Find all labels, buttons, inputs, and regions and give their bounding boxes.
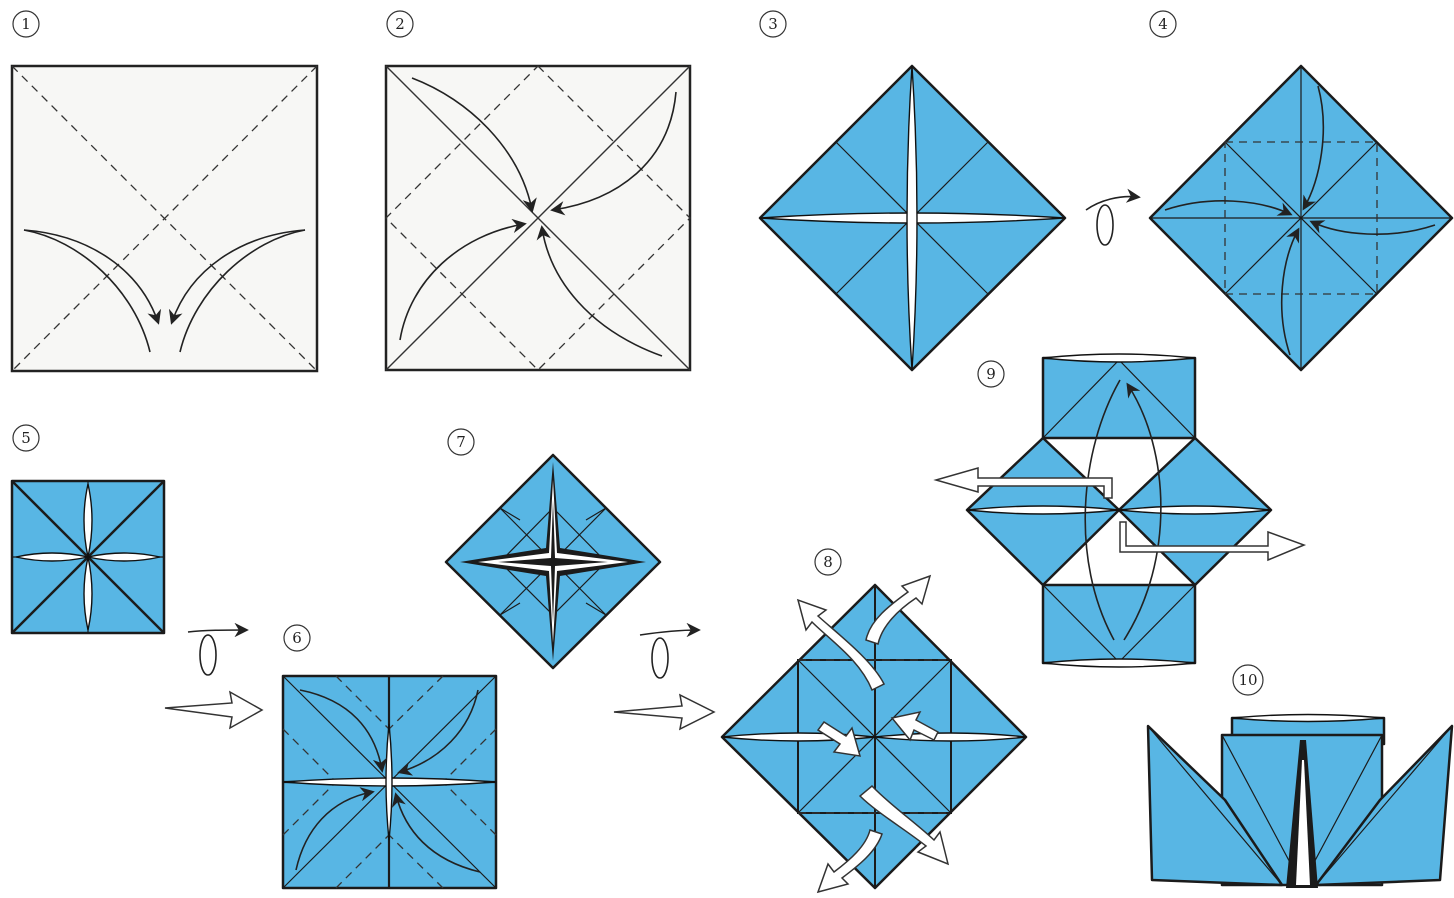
step-8-label: 8	[814, 548, 842, 576]
next-step-arrow-icon	[164, 690, 264, 730]
step-6: 6	[281, 624, 498, 890]
step-3: 3	[758, 10, 1067, 372]
step-9-label: 9	[977, 360, 1005, 388]
fold-arrow-icon	[168, 229, 306, 325]
blue-panel	[1041, 356, 1197, 440]
flip-over-icon	[187, 622, 249, 676]
step-1-label: 1	[12, 10, 40, 38]
fold-arrow-icon	[1164, 200, 1293, 216]
step-10: 10	[1146, 664, 1454, 888]
pull-out-arrow-icon	[816, 829, 883, 894]
fold-arrow-icon	[1123, 382, 1162, 641]
step-2-label: 2	[386, 10, 414, 38]
step-5: 5	[10, 424, 166, 635]
step-9: 9	[933, 353, 1307, 668]
fold-arrow-icon	[1280, 227, 1300, 356]
svg-text:4: 4	[1158, 15, 1168, 33]
pull-out-arrow-icon	[816, 720, 862, 757]
step-2: 2	[384, 10, 692, 372]
fold-arrow-icon	[299, 689, 388, 773]
pull-out-arrow-icon	[890, 710, 939, 742]
flip-over-icon	[1085, 188, 1141, 246]
step-7-label: 7	[447, 428, 475, 456]
pull-out-arrow-icon	[865, 574, 932, 645]
svg-text:5: 5	[21, 429, 31, 447]
step-3-label: 3	[759, 10, 787, 38]
fold-arrow-icon	[550, 91, 677, 216]
svg-text:6: 6	[292, 629, 302, 647]
svg-text:1: 1	[21, 15, 31, 33]
flip-over-icon	[639, 622, 701, 679]
fold-arrow-icon	[1302, 85, 1325, 211]
pull-out-arrow-icon	[796, 598, 886, 692]
pull-out-arrow-icon	[858, 784, 950, 866]
pull-out-arrow-icon	[1119, 521, 1307, 562]
fold-arrow-icon	[391, 792, 481, 873]
next-step-arrow-icon	[613, 693, 716, 731]
step-4-label: 4	[1149, 10, 1177, 38]
svg-text:10: 10	[1238, 671, 1257, 689]
step-7: 7	[444, 428, 662, 670]
step-1: 1	[10, 10, 319, 373]
fold-arrow-icon	[411, 77, 537, 213]
step-4: 4	[1148, 10, 1454, 372]
fold-arrow-icon	[1309, 220, 1436, 236]
step-10-label: 10	[1232, 664, 1264, 696]
pull-out-arrow-icon	[933, 467, 1113, 499]
step-6-label: 6	[283, 624, 311, 652]
fold-arrow-icon	[397, 689, 479, 776]
svg-text:7: 7	[456, 433, 466, 451]
fold-arrow-icon	[399, 218, 527, 341]
fold-arrow-icon	[295, 787, 375, 871]
blue-panel	[1041, 583, 1197, 665]
fold-arrow-icon	[536, 225, 663, 357]
svg-text:9: 9	[986, 365, 996, 383]
step-5-label: 5	[12, 424, 40, 452]
step-8: 8	[720, 548, 1028, 894]
svg-text:8: 8	[823, 553, 833, 571]
svg-text:2: 2	[395, 15, 405, 33]
fold-arrow-icon	[23, 229, 162, 325]
svg-text:3: 3	[768, 15, 778, 33]
